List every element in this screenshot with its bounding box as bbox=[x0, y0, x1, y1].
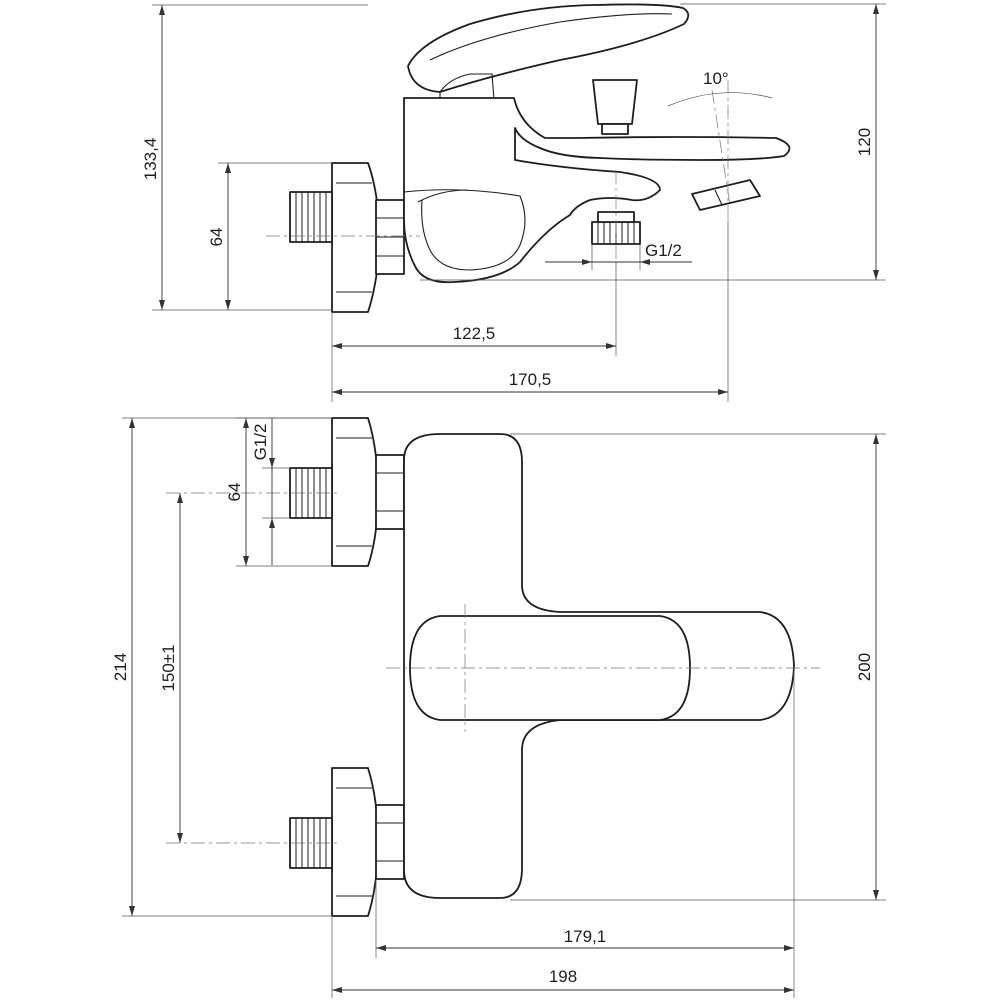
top-dim-150: 150±1 bbox=[159, 493, 183, 843]
label-top-total-width: 214 bbox=[111, 653, 130, 681]
label-side-spout-height: 120 bbox=[855, 128, 874, 156]
side-dim-133: 133,4 bbox=[141, 4, 368, 311]
side-spout-aerator bbox=[691, 179, 761, 211]
label-top-body-depth: 179,1 bbox=[564, 927, 607, 946]
side-dim-122: 122,5 bbox=[331, 262, 617, 402]
label-top-total-depth: 198 bbox=[549, 967, 577, 986]
side-diverter-knob bbox=[592, 79, 638, 125]
label-side-total-height: 133,4 bbox=[141, 138, 160, 181]
side-lever-handle bbox=[407, 3, 690, 93]
side-inlet-thread bbox=[289, 191, 333, 243]
label-top-centers: 150±1 bbox=[159, 644, 178, 691]
top-dim-198: 198 bbox=[331, 916, 794, 998]
side-view: 133,4 64 120 10° G1/2 bbox=[141, 3, 886, 402]
side-dim-170: 170,5 bbox=[332, 220, 729, 402]
top-dim-thread: G1/2 bbox=[251, 418, 290, 565]
label-side-spout-reach: 170,5 bbox=[509, 370, 552, 389]
label-side-angle: 10° bbox=[703, 69, 729, 88]
side-inlet-thread-lines bbox=[295, 192, 327, 242]
top-upper-flange bbox=[331, 417, 379, 567]
side-body-spout bbox=[403, 97, 791, 284]
top-dim-200: 200 bbox=[510, 433, 886, 901]
label-top-body-width: 200 bbox=[855, 653, 874, 681]
side-dim-thread: G1/2 bbox=[545, 241, 692, 270]
top-dim-214: 214 bbox=[111, 417, 332, 917]
side-wall-flange bbox=[331, 162, 381, 313]
side-dim-120: 120 bbox=[420, 3, 886, 281]
top-view: G1/2 64 150±1 214 bbox=[111, 417, 886, 998]
label-top-thread: G1/2 bbox=[251, 424, 270, 461]
label-top-inlet-width: 64 bbox=[225, 483, 244, 502]
top-lower-flange bbox=[331, 767, 379, 917]
side-dim-64: 64 bbox=[207, 162, 332, 310]
label-side-inlet-height: 64 bbox=[207, 228, 226, 247]
label-side-outlet-distance: 122,5 bbox=[453, 324, 496, 343]
label-side-thread: G1/2 bbox=[645, 241, 682, 260]
top-dim-179: 179,1 bbox=[375, 668, 795, 998]
